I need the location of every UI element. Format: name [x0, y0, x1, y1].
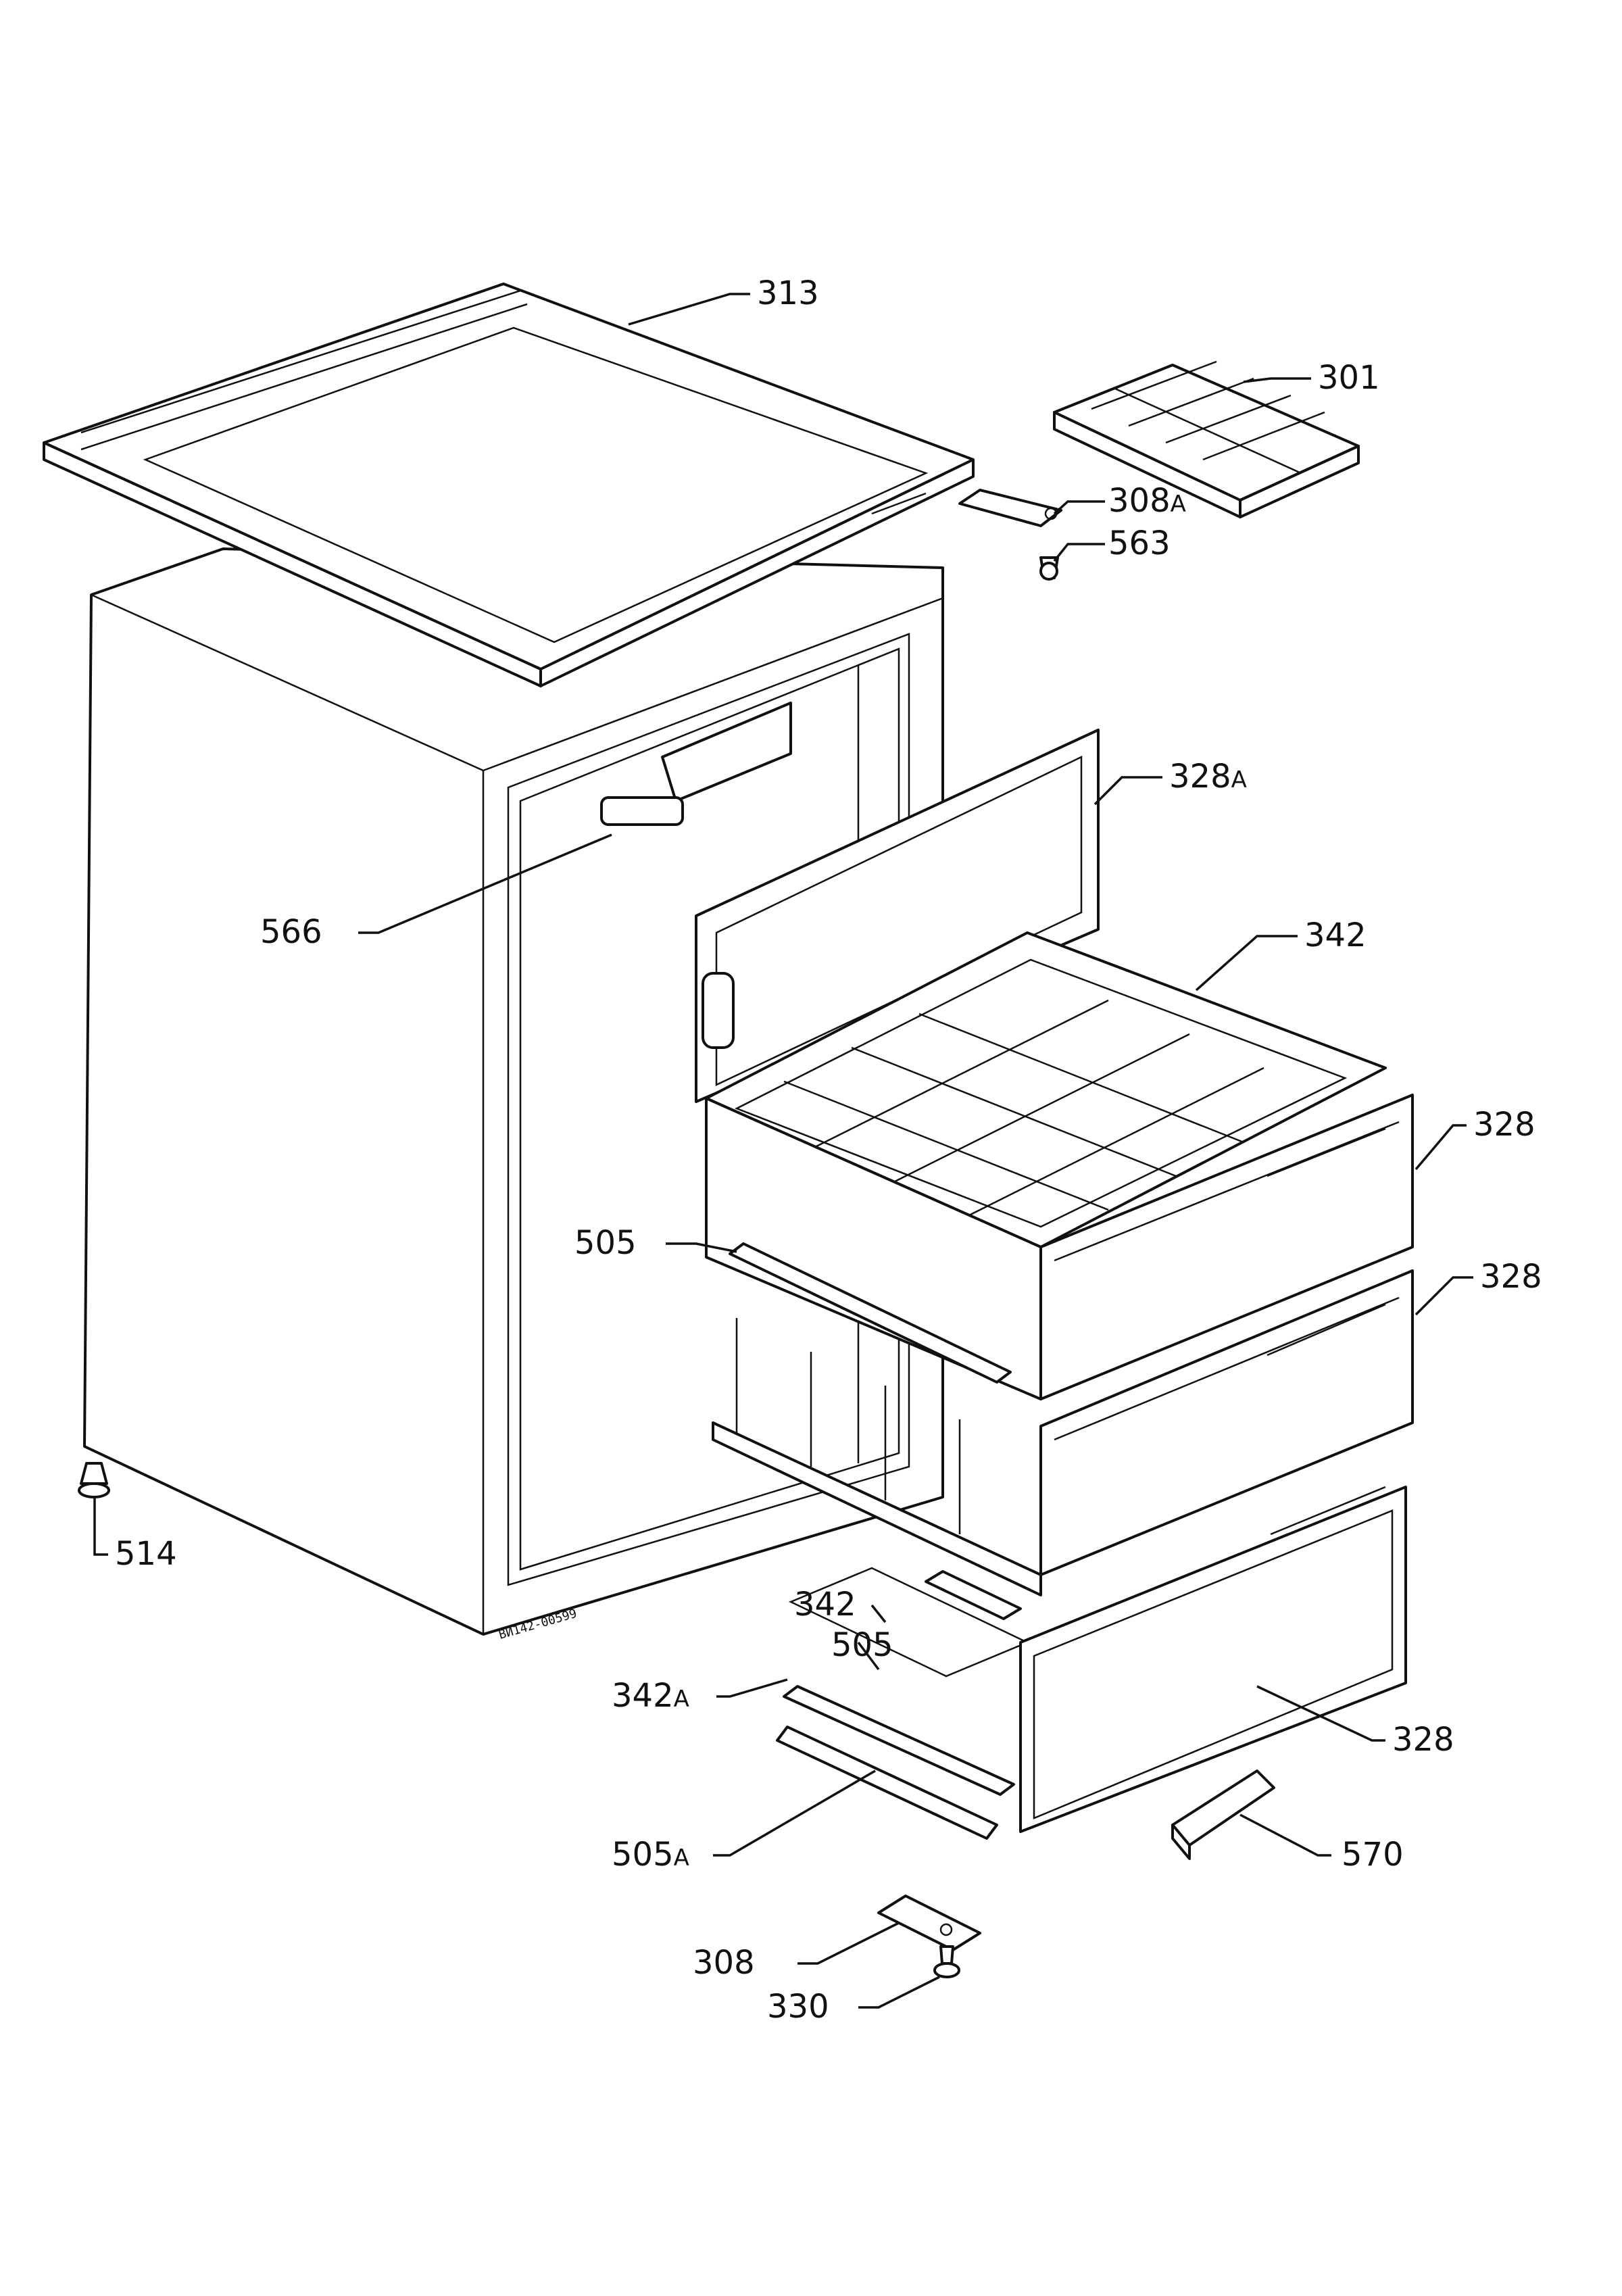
- drawer-middle: [1039, 1269, 1414, 1576]
- upper-hinge: [958, 489, 1062, 527]
- label-342-top: 342: [1304, 917, 1367, 954]
- leader-570: [1239, 1813, 1331, 1857]
- label-342a: 342A: [612, 1677, 689, 1715]
- leader-566: [358, 833, 612, 934]
- label-308a: 308A: [1108, 482, 1186, 520]
- leader-505a: [713, 1769, 876, 1857]
- wire-basket-lower: [776, 1567, 1030, 1840]
- wire-basket-middle: [712, 1318, 1042, 1596]
- hinge-screw-top: [1039, 556, 1059, 581]
- label-301: 301: [1318, 359, 1380, 397]
- label-563: 563: [1108, 524, 1171, 562]
- leader-330: [858, 1976, 940, 2009]
- label-328a: 328A: [1169, 758, 1247, 796]
- wire-basket-top: [705, 931, 1387, 1248]
- freezer-flap: [695, 729, 1100, 1103]
- hinge-screw-bottom: [933, 1945, 960, 1978]
- leader-342a: [716, 1678, 788, 1698]
- top-cover: [43, 283, 975, 687]
- leader-328-middle: [1415, 1276, 1473, 1316]
- leader-342-lower: [870, 1604, 887, 1623]
- label-328-lower: 328: [1392, 1721, 1454, 1759]
- callout-labels: 313 301 308A 563 328A 342 566 328 328 50…: [115, 274, 1542, 2026]
- leader-301: [1243, 377, 1311, 383]
- leader-328-upper: [1415, 1124, 1467, 1171]
- lower-hinge: [877, 1895, 981, 1951]
- ice-cube-tray: [1053, 360, 1360, 518]
- leader-328-lower: [1256, 1685, 1385, 1742]
- label-328-middle: 328: [1480, 1258, 1542, 1296]
- leader-328a: [1093, 776, 1162, 806]
- door-handle: [600, 702, 792, 826]
- label-328-upper: 328: [1473, 1106, 1535, 1144]
- drawer-lower: [1019, 1486, 1407, 1833]
- leader-514: [93, 1497, 108, 1556]
- leader-308: [797, 1922, 900, 1965]
- label-570: 570: [1342, 1836, 1404, 1874]
- label-308: 308: [693, 1944, 755, 1982]
- label-330: 330: [767, 1988, 829, 2026]
- leader-505-lower: [857, 1641, 880, 1671]
- label-514: 514: [115, 1535, 177, 1573]
- leader-lines: [93, 293, 1473, 2009]
- label-505-upper: 505: [574, 1224, 637, 1262]
- label-566: 566: [260, 913, 322, 951]
- drawer-clip: [1171, 1769, 1275, 1860]
- adjustable-foot: [78, 1462, 110, 1498]
- leader-308a: [1053, 500, 1105, 515]
- label-505a: 505A: [612, 1836, 689, 1874]
- leader-563: [1053, 543, 1105, 562]
- drawer-rail-upper: [729, 1242, 1012, 1384]
- drawer-upper: [705, 1094, 1414, 1400]
- label-505-lower: 505: [831, 1626, 893, 1664]
- label-313: 313: [757, 274, 819, 312]
- label-342-lower: 342: [794, 1586, 856, 1623]
- leader-313: [628, 293, 750, 326]
- leader-505-upper: [666, 1242, 737, 1253]
- leader-342-top: [1195, 935, 1298, 992]
